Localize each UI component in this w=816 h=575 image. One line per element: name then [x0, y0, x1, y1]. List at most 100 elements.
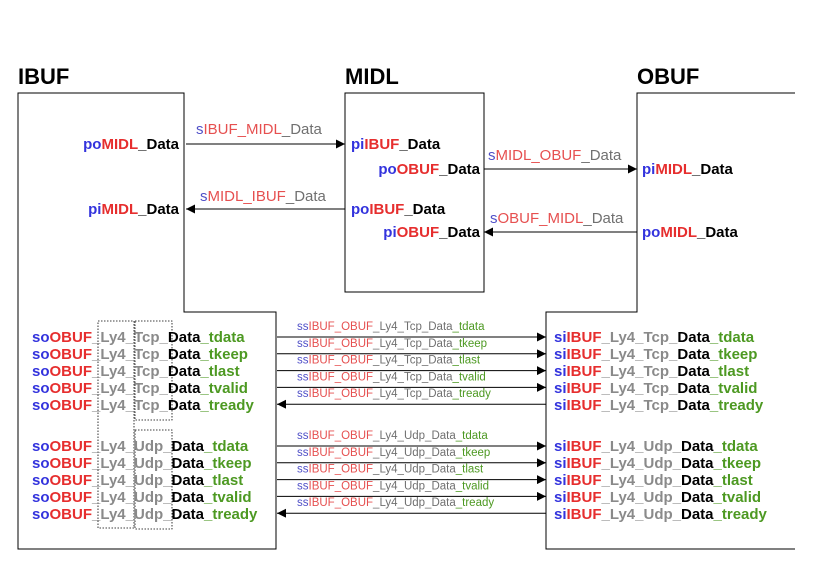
text-segment: OBUF	[50, 397, 93, 414]
text-segment: _Data	[438, 161, 481, 178]
text-segment: so	[32, 380, 50, 397]
tcp-left-port: soOBUF_Ly4_Tcp_Data_tready	[32, 397, 254, 414]
text-segment: s	[488, 147, 496, 164]
text-segment: IBUF	[567, 363, 602, 380]
text-segment: _Ly4_Udp_	[372, 430, 432, 442]
text-segment: pi	[642, 161, 655, 178]
udp-left-port: soOBUF_Ly4_Udp_Data_tlast	[32, 472, 243, 489]
text-segment: _Ly4_Tcp_	[372, 388, 429, 400]
midl-block	[344, 92, 485, 293]
text-segment: _tdata	[709, 329, 755, 346]
udp-left-port: soOBUF_Ly4_Udp_Data_tvalid	[32, 489, 252, 506]
text-segment: _Ly4_	[91, 506, 135, 523]
text-segment: si	[554, 472, 567, 489]
ly4-dashed-box	[97, 320, 135, 529]
tcp-signal-label: ssIBUF_OBUF_Ly4_Tcp_Data_tlast	[297, 355, 481, 367]
text-segment: _Ly4_Tcp_	[601, 397, 679, 414]
tcp-right-port: siIBUF_Ly4_Tcp_Data_tkeep	[554, 346, 757, 363]
text-segment: _tkeep	[713, 455, 762, 472]
text-segment: Data	[677, 380, 710, 397]
text-segment: _Ly4_Udp_	[372, 480, 432, 492]
text-segment: _tvalid	[203, 489, 252, 506]
text-segment: _tready	[452, 388, 492, 400]
text-segment: _tlast	[199, 363, 239, 380]
text-segment: ss	[297, 497, 309, 509]
text-segment: ss	[297, 355, 309, 367]
text-segment: _tlast	[455, 464, 484, 476]
text-segment: Data	[168, 329, 201, 346]
text-segment: _Ly4_Tcp_	[601, 363, 679, 380]
text-segment: Data	[172, 438, 205, 455]
tcp-right-port: siIBUF_Ly4_Tcp_Data_tdata	[554, 329, 755, 346]
text-segment: IBUF	[567, 506, 602, 523]
tcp-right-port: siIBUF_Ly4_Tcp_Data_tlast	[554, 363, 749, 380]
tcp-signal-label: ssIBUF_OBUF_Ly4_Tcp_Data_tvalid	[297, 371, 486, 383]
signal-midl-ibuf-data: sMIDL_IBUF_Data	[200, 188, 327, 205]
text-segment: _Ly4_Udp_	[601, 455, 682, 472]
text-segment: OBUF	[397, 161, 440, 178]
text-segment: si	[554, 438, 567, 455]
text-segment: _tlast	[203, 472, 243, 489]
port-midl-po-ibuf-data: poIBUF_Data	[351, 201, 446, 218]
obuf-block	[545, 92, 795, 550]
text-segment: _tvalid	[709, 380, 758, 397]
text-segment: _Data	[137, 136, 180, 153]
text-segment: so	[32, 397, 50, 414]
text-segment: _Data	[582, 210, 624, 227]
text-segment: _Ly4_Udp_	[601, 489, 682, 506]
text-segment: IBUF_OBUF	[309, 338, 374, 350]
text-segment: OBUF	[50, 329, 93, 346]
text-segment: _Data	[137, 201, 180, 218]
text-segment: IBUF	[567, 489, 602, 506]
text-segment: IBUF	[369, 201, 404, 218]
text-segment: _tlast	[713, 472, 753, 489]
port-ibuf-pi-midl-data: piMIDL_Data	[88, 201, 180, 218]
text-segment: Data	[431, 480, 456, 492]
text-segment: _tlast	[709, 363, 749, 380]
text-segment: OBUF	[50, 489, 93, 506]
tcp-signal-label: ssIBUF_OBUF_Ly4_Tcp_Data_tready	[297, 388, 491, 400]
udp-signal-label: ssIBUF_OBUF_Ly4_Udp_Data_tlast	[297, 464, 484, 476]
text-segment: OBUF_MIDL	[498, 210, 584, 227]
text-segment: IBUF	[567, 329, 602, 346]
text-segment: _tready	[199, 397, 254, 414]
text-segment: _Ly4_Udp_	[601, 472, 682, 489]
text-segment: _Ly4_	[91, 489, 135, 506]
udp-signal-group: soOBUF_Ly4_Udp_Data_tdatasoOBUF_Ly4_Udp_…	[32, 430, 768, 523]
port-ibuf-po-midl-data: poMIDL_Data	[83, 136, 180, 153]
text-segment: Data	[428, 321, 453, 333]
text-segment: Data	[431, 447, 456, 459]
text-segment: _Ly4_	[91, 329, 135, 346]
text-segment: ss	[297, 480, 309, 492]
text-segment: IBUF_OBUF	[309, 371, 374, 383]
text-segment: _tvalid	[452, 371, 486, 383]
text-segment: _tdata	[452, 321, 486, 333]
tcp-left-port: soOBUF_Ly4_Tcp_Data_tdata	[32, 329, 245, 346]
text-segment: _Ly4_	[91, 438, 135, 455]
udp-dashed-box	[134, 429, 173, 530]
text-segment: _Ly4_	[91, 455, 135, 472]
text-segment: OBUF	[50, 472, 93, 489]
text-segment: ss	[297, 447, 309, 459]
text-segment: _Data	[281, 121, 323, 138]
text-segment: Data	[428, 371, 453, 383]
text-segment: s	[490, 210, 498, 227]
text-segment: OBUF	[50, 438, 93, 455]
text-segment: ss	[297, 321, 309, 333]
text-segment: Data	[677, 346, 710, 363]
text-segment: Data	[681, 489, 714, 506]
text-segment: pi	[88, 201, 101, 218]
text-segment: Tcp_	[134, 380, 169, 397]
text-segment: Data	[681, 455, 714, 472]
udp-right-port: siIBUF_Ly4_Udp_Data_tlast	[554, 472, 753, 489]
text-segment: MIDL_IBUF	[208, 188, 286, 205]
text-segment: _tdata	[203, 438, 249, 455]
text-segment: _Data	[285, 188, 327, 205]
text-segment: IBUF_OBUF	[309, 388, 374, 400]
text-segment: Data	[168, 346, 201, 363]
text-segment: IBUF_MIDL	[204, 121, 282, 138]
tcp-signal-group: soOBUF_Ly4_Tcp_Data_tdatasoOBUF_Ly4_Tcp_…	[32, 321, 764, 414]
text-segment: pi	[383, 224, 396, 241]
text-segment: pi	[351, 136, 364, 153]
udp-signal-label: ssIBUF_OBUF_Ly4_Udp_Data_tready	[297, 497, 494, 509]
